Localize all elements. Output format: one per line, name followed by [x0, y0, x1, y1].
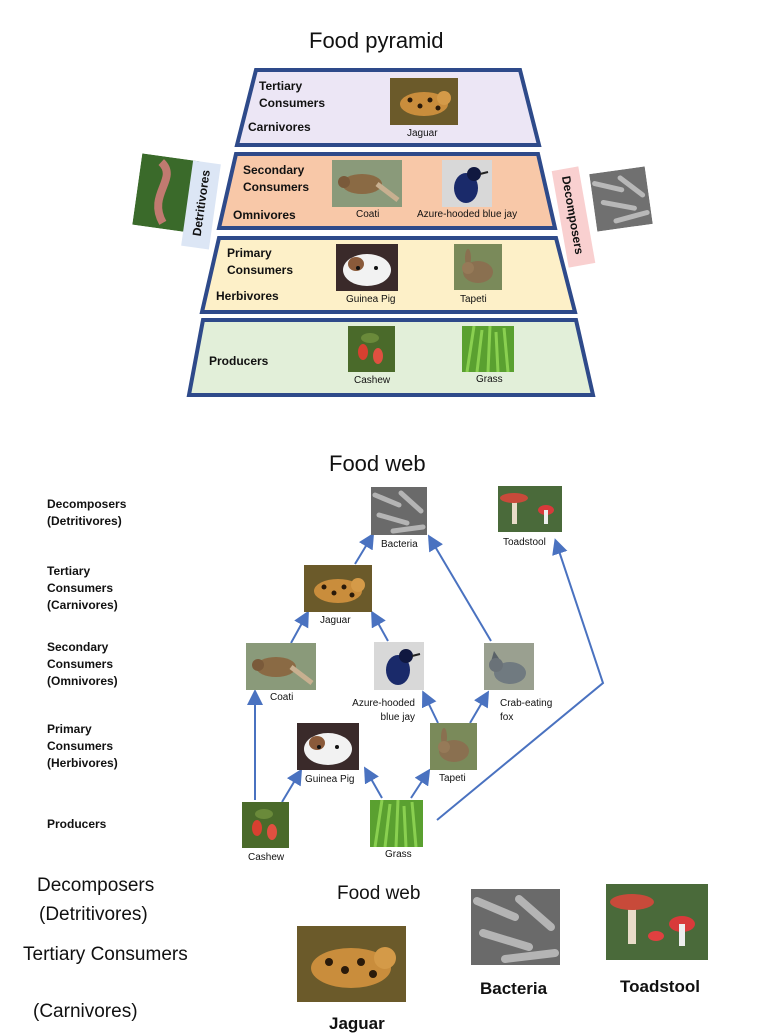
web-grass-photo — [370, 800, 423, 847]
pyramid-title: Food pyramid — [309, 28, 444, 53]
tier-tertiary — [234, 68, 542, 147]
tier-tertiary-group: Carnivores — [248, 120, 311, 134]
cashew-photo — [348, 326, 395, 372]
arrow-grass-toadstool — [436, 538, 605, 821]
guinea-pig-photo — [336, 244, 398, 291]
web-cashew-label: Cashew — [248, 852, 285, 863]
web-coati-photo — [246, 643, 316, 690]
grass-photo — [462, 326, 514, 372]
web-tapeti-label: Tapeti — [439, 773, 466, 784]
web2-bacteria-photo — [471, 889, 560, 965]
pyr-cashew-label: Cashew — [354, 375, 391, 386]
web-title: Food web — [329, 451, 426, 476]
web-bluejay-photo — [374, 642, 424, 690]
tier-primary-group: Herbivores — [216, 289, 279, 303]
tapeti-photo — [454, 244, 502, 290]
pyr-tapeti-label: Tapeti — [460, 294, 487, 305]
coati-photo — [332, 160, 402, 207]
web-guinea-photo — [297, 723, 359, 770]
web2-jaguar-photo — [297, 926, 406, 1002]
arrow-tapeti-bluejay — [422, 690, 439, 724]
web-grass-label: Grass — [385, 849, 412, 860]
arrow-jaguar-bacteria — [354, 532, 375, 565]
web2-title: Food web — [337, 883, 421, 904]
web2-detritivores: (Detritivores) — [39, 904, 148, 925]
web2-jaguar-label: Jaguar — [329, 1014, 385, 1033]
web-toadstool-label: Toadstool — [503, 537, 546, 548]
web-fox-photo — [484, 643, 534, 690]
pyr-bluejay-label: Azure-hooded blue jay — [417, 209, 518, 220]
web-level-producers: Producers — [47, 817, 107, 831]
web-toadstool-photo — [498, 486, 562, 532]
pyr-jaguar-label: Jaguar — [407, 128, 438, 139]
web-bacteria-photo — [371, 487, 427, 535]
web-jaguar-label: Jaguar — [320, 615, 351, 626]
arrow-grass-guinea — [364, 766, 383, 799]
web2-carnivores: (Carnivores) — [33, 1001, 138, 1022]
web2-decomposers: Decomposers — [37, 875, 155, 896]
tier-secondary-group: Omnivores — [233, 208, 296, 222]
web-cashew-photo — [242, 802, 289, 848]
arrow-bluejay-jaguar — [371, 610, 389, 642]
web2-tertiary: Tertiary Consumers — [23, 944, 188, 965]
web-bacteria-label: Bacteria — [381, 539, 418, 550]
web-jaguar-photo — [304, 565, 372, 612]
web-coati-label: Coati — [270, 692, 294, 703]
arrow-cashew-guinea — [281, 768, 303, 803]
web2-toadstool-label: Toadstool — [620, 977, 700, 996]
web-level-decomposers: Decomposers(Detritivores) — [47, 497, 127, 528]
worm-photo — [132, 153, 200, 233]
web2-toadstool-photo — [606, 884, 708, 960]
arrow-tapeti-fox — [469, 690, 490, 724]
pyr-guinea-label: Guinea Pig — [346, 294, 396, 305]
jaguar-photo — [390, 78, 458, 125]
arrow-grass-tapeti — [410, 768, 431, 799]
pyr-coati-label: Coati — [356, 209, 380, 220]
arrow-fox-bacteria — [427, 534, 492, 642]
web-tapeti-photo — [430, 723, 477, 770]
arrow-coati-jaguar — [290, 610, 309, 644]
web2-bacteria-label: Bacteria — [480, 979, 548, 998]
bacteria-photo-pyramid — [589, 166, 653, 232]
pyr-grass-label: Grass — [476, 374, 503, 385]
bluejay-photo — [442, 160, 492, 207]
web-arrows — [247, 532, 605, 821]
web-guinea-label: Guinea Pig — [305, 774, 355, 785]
tier-producers-group: Producers — [209, 354, 269, 368]
